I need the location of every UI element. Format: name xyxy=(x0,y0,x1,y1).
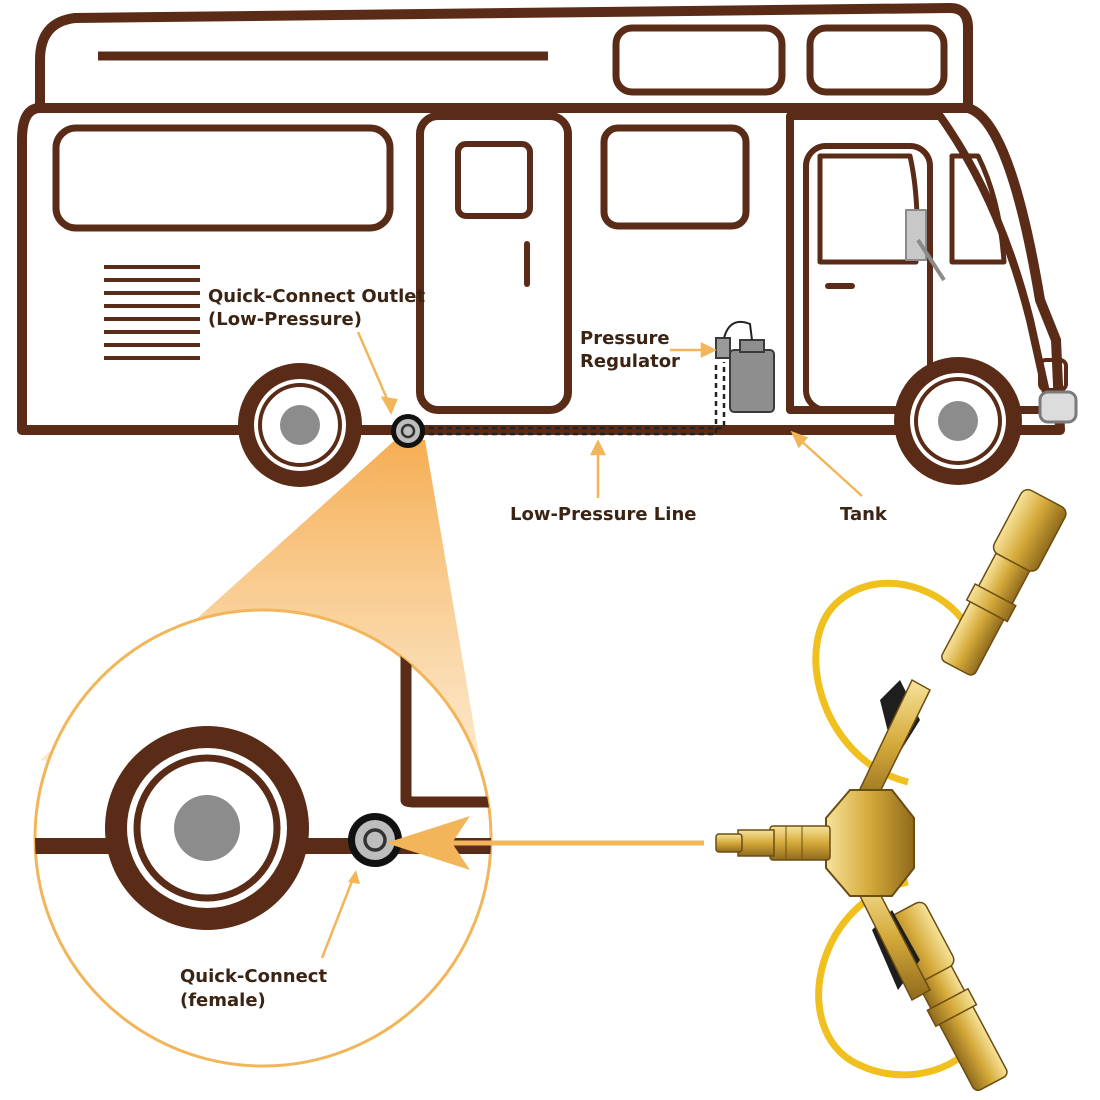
quick-connect-outlet-icon xyxy=(391,414,425,448)
female-arrow xyxy=(320,875,356,959)
female-label-line2: (female) xyxy=(180,990,266,1011)
propane-tank-icon xyxy=(729,339,775,413)
outlet-label-line2: (Low-Pressure) xyxy=(208,309,362,330)
rear-wheel-icon xyxy=(238,363,362,487)
brass-y-splitter-adapter-icon xyxy=(715,488,1067,1092)
front-wheel-icon xyxy=(894,357,1022,485)
tank-label: Tank xyxy=(840,504,888,525)
rv-motorhome-icon xyxy=(17,3,1078,435)
regulator-label-line1: Pressure xyxy=(580,328,670,349)
low-pressure-line-label: Low-Pressure Line xyxy=(510,504,696,525)
pressure-regulator-icon xyxy=(715,320,753,359)
outlet-arrow xyxy=(356,331,393,409)
quick-connect-female-icon xyxy=(348,813,402,867)
outlet-label-line1: Quick-Connect Outlet xyxy=(208,286,425,307)
low-pressure-line xyxy=(420,362,726,436)
female-label-line1: Quick-Connect xyxy=(180,966,327,987)
magnified-view xyxy=(33,608,493,1068)
regulator-label-line2: Regulator xyxy=(580,351,680,372)
tank-arrow xyxy=(797,437,863,497)
connect-arrow xyxy=(386,816,704,870)
